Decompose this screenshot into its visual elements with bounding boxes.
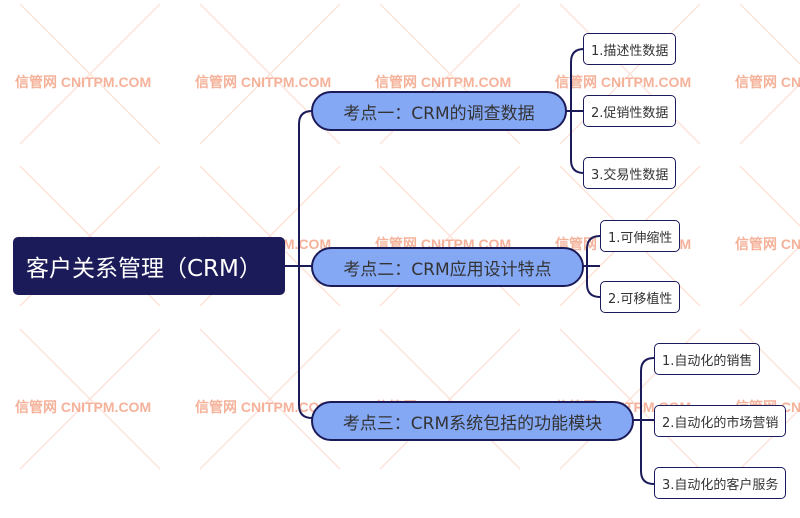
leaf-node[interactable]: 2.促销性数据	[583, 95, 677, 127]
topic-node-3[interactable]: 考点三：CRM系统包括的功能模块	[311, 401, 634, 441]
topic-node-2[interactable]: 考点二：CRM应用设计特点	[311, 247, 584, 287]
watermark-text: 信管网 CNITPM.COM	[555, 74, 692, 90]
topic2-connector	[583, 235, 601, 298]
leaf-node[interactable]: 1.自动化的销售	[654, 343, 761, 375]
root-label: 客户关系管理（CRM）	[26, 256, 262, 282]
leaf-label: 3.自动化的客户服务	[662, 477, 779, 493]
trunk-connector	[298, 110, 313, 419]
watermark-text: 信管网 CNITPM.COM	[195, 74, 332, 90]
leaf-node[interactable]: 2.自动化的市场营销	[654, 405, 787, 437]
leaf-label: 2.可移植性	[608, 291, 673, 307]
leaf-label: 1.自动化的销售	[662, 353, 753, 369]
leaf-label: 2.促销性数据	[591, 105, 669, 121]
leaf-label: 3.交易性数据	[591, 167, 669, 183]
watermark-text: 信管网 CNITPM.COM	[15, 74, 152, 90]
leaf-node[interactable]: 1.描述性数据	[583, 33, 677, 65]
watermark-text: 信管网 CNITPM.COM	[375, 74, 512, 90]
topic1-connector	[566, 48, 585, 174]
root-node[interactable]: 客户关系管理（CRM）	[13, 237, 285, 295]
watermark-text: 信管网 CNITPM.COM	[15, 399, 152, 415]
topic-node-1[interactable]: 考点一：CRM的调查数据	[311, 91, 567, 131]
leaf-node[interactable]: 3.自动化的客户服务	[654, 467, 787, 499]
topic3-connector	[633, 357, 655, 485]
leaf-node[interactable]: 2.可移植性	[600, 281, 681, 313]
topic-label: 考点一：CRM的调查数据	[343, 103, 535, 124]
topic-label: 考点三：CRM系统包括的功能模块	[342, 413, 603, 434]
leaf-label: 1.描述性数据	[591, 43, 669, 59]
watermark-text: 信管网 CNITPM.COM	[195, 399, 332, 415]
leaf-node[interactable]: 3.交易性数据	[583, 157, 677, 189]
topic-label: 考点二：CRM应用设计特点	[343, 259, 552, 280]
leaf-label: 2.自动化的市场营销	[662, 415, 779, 431]
leaf-label: 1.可伸缩性	[608, 230, 673, 246]
watermark-text: 信管网 CNITPM.COM	[735, 236, 800, 252]
leaf-node[interactable]: 1.可伸缩性	[600, 220, 681, 252]
watermark-text: 信管网 CNITPM.COM	[735, 74, 800, 90]
